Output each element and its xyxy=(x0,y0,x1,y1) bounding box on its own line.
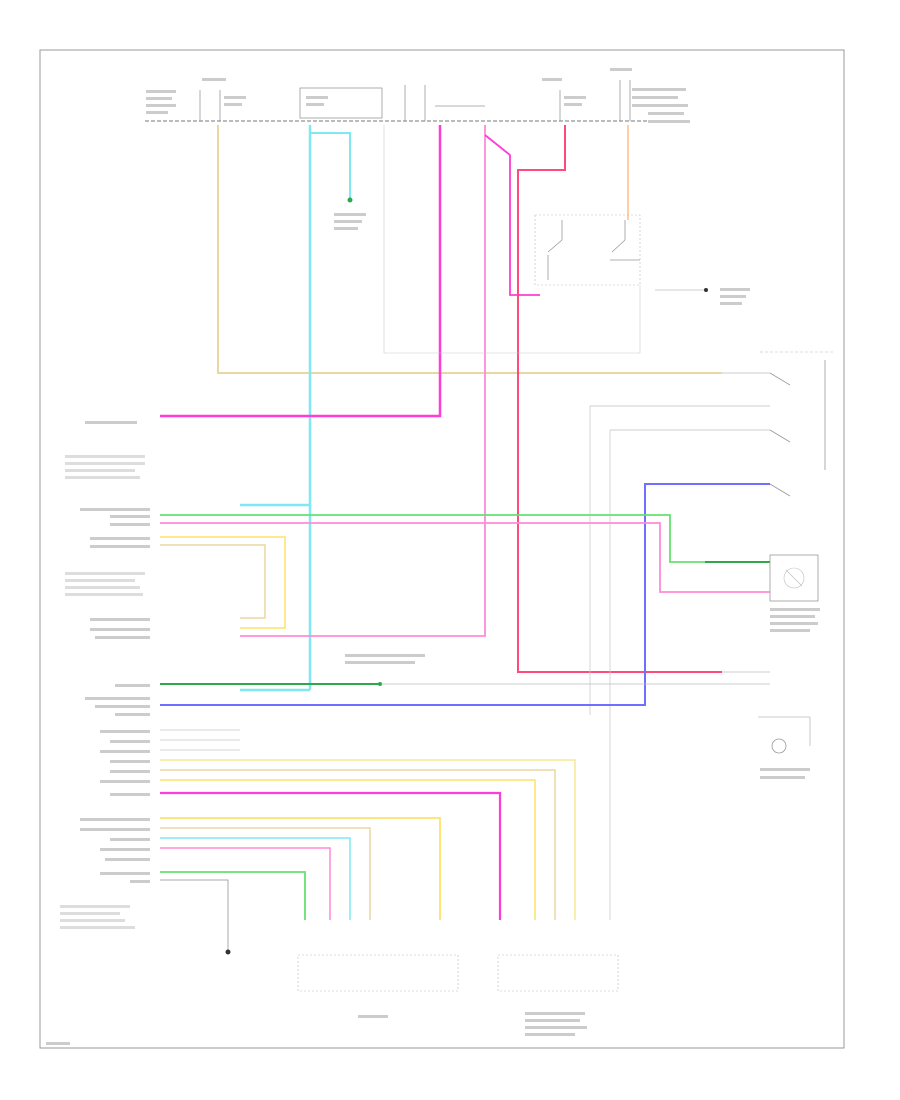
wire-green xyxy=(160,514,770,563)
cruise-lamp xyxy=(758,716,811,754)
wire-blue xyxy=(160,483,770,706)
diagram-border xyxy=(39,49,845,1049)
cruise-switches xyxy=(589,351,835,920)
wire-pink-long xyxy=(240,125,540,637)
caption-bars xyxy=(46,213,820,1045)
wire-pink-switch xyxy=(160,522,770,593)
wire-magenta-cruise xyxy=(160,125,442,418)
wire-bundle-bottom xyxy=(160,729,576,950)
wire-red xyxy=(517,125,770,673)
throttle-body-connector xyxy=(225,949,619,992)
wire-tan-main xyxy=(217,125,770,374)
wire-cyan-main xyxy=(240,125,353,692)
fuse-block-top xyxy=(145,68,690,123)
left-pin-labels xyxy=(60,421,150,929)
wire-yellow-loops xyxy=(160,536,286,629)
relay-switch xyxy=(383,125,708,354)
brake-switch-connector xyxy=(160,682,770,686)
steering-switch-module xyxy=(769,554,819,602)
